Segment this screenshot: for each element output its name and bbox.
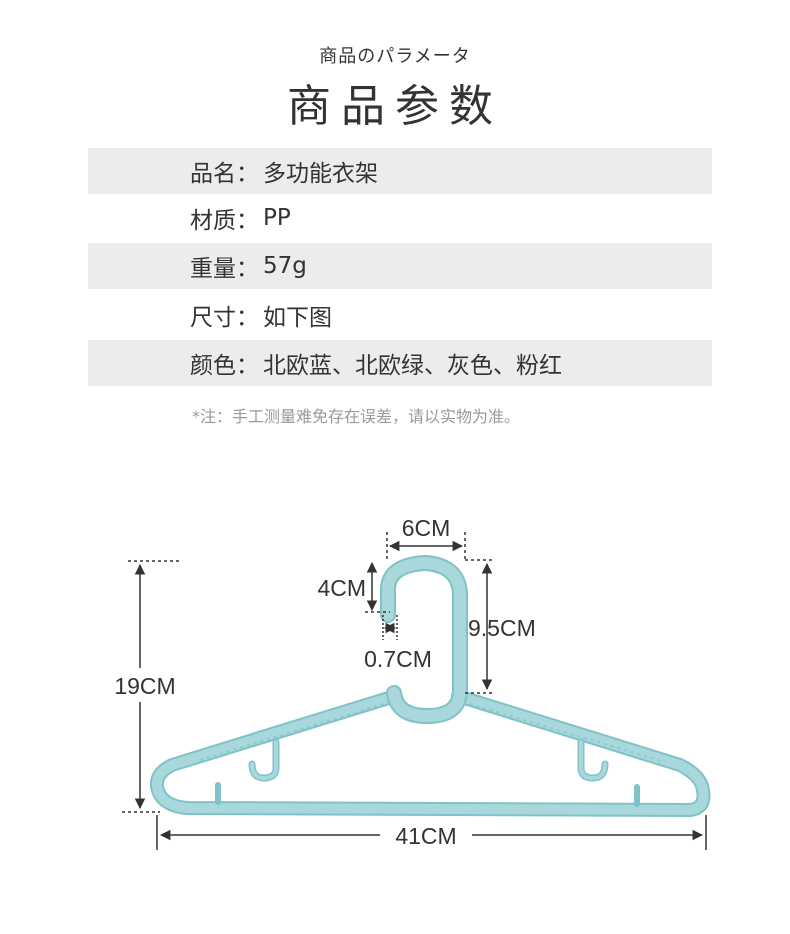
spec-separator: ：: [236, 353, 259, 379]
spec-separator: ：: [236, 256, 259, 282]
section-title: 商品参数: [287, 81, 503, 132]
dim-label-total-height: 19CM: [114, 673, 175, 699]
spec-separator: ：: [236, 305, 259, 331]
dim-label-hook-drop: 4CM: [317, 575, 366, 601]
spec-row-name: 品名：多功能衣架: [88, 148, 712, 194]
spec-value: 北欧蓝、北欧绿、灰色、粉红: [263, 353, 562, 379]
spec-value: 如下图: [263, 305, 332, 331]
dim-label-hook-width: 6CM: [402, 515, 451, 541]
spec-separator: ：: [236, 208, 259, 234]
measurement-note: *注：手工测量难免存在误差，请以实物为准。: [192, 407, 521, 426]
spec-row-size: 尺寸：如下图: [88, 292, 712, 338]
dim-label-hook-thickness: 0.7CM: [364, 646, 432, 672]
spec-label: 材质: [190, 208, 236, 234]
spec-label: 颜色: [190, 353, 236, 379]
dim-label-hook-height: 9.5CM: [468, 615, 536, 641]
hanger-illustration: [150, 554, 711, 817]
spec-label: 尺寸: [190, 305, 236, 331]
spec-row-weight: 重量：57g: [88, 243, 712, 289]
spec-value: PP: [263, 205, 291, 231]
dim-label-total-width: 41CM: [395, 823, 456, 849]
section-subtitle: 商品のパラメータ: [319, 46, 471, 67]
spec-value: 多功能衣架: [263, 161, 378, 187]
spec-separator: ：: [236, 161, 259, 187]
spec-row-material: 材质：PP: [88, 195, 712, 241]
spec-value: 57g: [263, 253, 307, 279]
spec-label: 品名: [190, 161, 236, 187]
spec-row-color: 颜色：北欧蓝、北欧绿、灰色、粉红: [88, 340, 712, 386]
spec-label: 重量: [190, 256, 236, 282]
